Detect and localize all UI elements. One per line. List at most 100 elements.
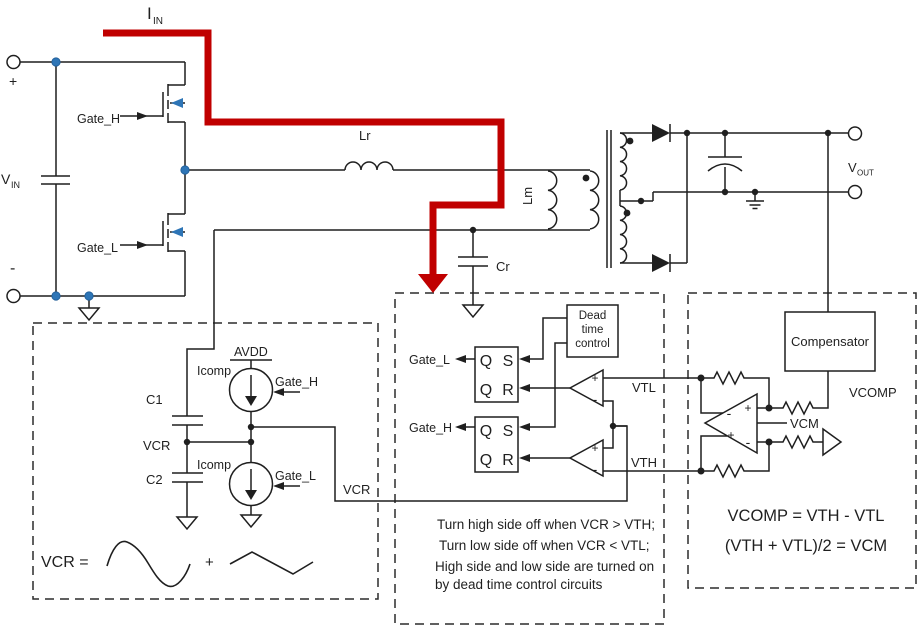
sine-wave-icon bbox=[106, 540, 191, 588]
switch-node-dot bbox=[180, 165, 190, 175]
transformer-core-icon bbox=[606, 130, 612, 268]
primary-polarity-dot bbox=[582, 174, 590, 182]
dead-time-control-block bbox=[566, 304, 619, 358]
ff2-q-label: Q bbox=[480, 423, 492, 440]
ff2-r-label: R bbox=[502, 452, 514, 469]
c2-capacitor-icon bbox=[172, 442, 203, 517]
cmp1-plus-sign: + bbox=[591, 371, 598, 385]
triangle-wave-icon bbox=[229, 551, 314, 575]
vin-plus-label: + bbox=[9, 73, 17, 89]
icomp-bottom-arrow-icon bbox=[245, 490, 257, 500]
comparator-low-icon bbox=[568, 368, 604, 408]
ff1-s-label: S bbox=[503, 353, 514, 370]
iin-arrowhead-icon bbox=[418, 274, 448, 293]
junction-dots bbox=[183, 129, 832, 475]
flipflop-top-block bbox=[474, 346, 519, 403]
bottom-rail-wire bbox=[20, 295, 185, 308]
wires bbox=[20, 61, 876, 531]
output-ground-icon bbox=[746, 192, 764, 210]
feedback-resistor-top-icon bbox=[701, 370, 770, 408]
rectifier-bottom-wire bbox=[620, 133, 688, 272]
vcomp-label: VCOMP bbox=[849, 385, 897, 400]
gate-l-label: Gate_L bbox=[77, 241, 118, 255]
rectifier-diode-bottom-icon bbox=[652, 254, 670, 272]
vcomp-input-resistor-icon bbox=[769, 371, 829, 416]
diffamp-minus-tl-sign: - bbox=[727, 405, 732, 421]
ff2-s-label: S bbox=[503, 423, 514, 440]
lm-label: Lm bbox=[520, 187, 535, 205]
gate-h-into-source-arrow-icon bbox=[273, 388, 284, 396]
dtc-to-s1-wire bbox=[528, 317, 567, 360]
rectifier-diode-top-icon bbox=[652, 124, 670, 142]
vin-label: V bbox=[1, 171, 11, 187]
s2-arrow-icon bbox=[519, 423, 530, 431]
diffamp-plus-tr-sign: + bbox=[744, 401, 751, 415]
mosfet-body-arrow-low-icon bbox=[171, 227, 183, 237]
vcr-waveforms bbox=[106, 540, 314, 588]
low-side-mosfet-icon bbox=[120, 213, 186, 296]
gate-l-out-label: Gate_L bbox=[409, 353, 450, 367]
gate-h-arrow-icon bbox=[137, 112, 148, 120]
ff1-q-label: Q bbox=[480, 353, 492, 370]
dtc-line1: Dead bbox=[579, 310, 607, 322]
cmp2-plus-sign: + bbox=[591, 441, 598, 455]
mosfet-body-arrow-high-icon bbox=[171, 98, 183, 108]
compensator-block bbox=[784, 311, 876, 372]
cr-label: Cr bbox=[496, 259, 510, 274]
ff1-r-label: R bbox=[502, 382, 514, 399]
c2-ground-icon bbox=[175, 516, 199, 531]
vin-minus-label: - bbox=[10, 260, 15, 277]
cs-gate-l-label: Gate_L bbox=[275, 469, 316, 483]
gate-l-into-source-arrow-icon bbox=[273, 482, 284, 490]
comparator-high-icon bbox=[568, 438, 604, 478]
iin-current-path bbox=[103, 29, 505, 293]
vcm-equation-label: (VTH + VTL)/2 = VCM bbox=[725, 537, 887, 555]
vcr-routing-wire bbox=[251, 425, 628, 502]
vcm-label: VCM bbox=[790, 416, 819, 431]
vin-negative-terminal bbox=[6, 288, 21, 304]
vcr-generator-box bbox=[32, 322, 379, 600]
r2-arrow-icon bbox=[519, 454, 530, 462]
output-return-wire bbox=[620, 191, 848, 202]
vout-positive-terminal bbox=[847, 126, 863, 141]
cmp2-minus-sign: - bbox=[593, 461, 598, 477]
r1-arrow-icon bbox=[519, 384, 530, 392]
ff2-qbar-label: Q bbox=[480, 452, 492, 469]
icomp-bottom-label: Icomp bbox=[197, 458, 231, 472]
dtc-to-s2-wire bbox=[528, 342, 567, 428]
note-line-3: High side and low side are turned on bbox=[435, 559, 654, 574]
note-line-4: by dead time control circuits bbox=[435, 577, 603, 592]
dtc-line2: time bbox=[582, 324, 604, 336]
vin-positive-terminal bbox=[6, 54, 21, 70]
compensation-box bbox=[687, 292, 917, 589]
c1-label: C1 bbox=[146, 392, 163, 407]
transformer-primary-icon bbox=[589, 170, 600, 230]
secondary-bottom-polarity-dot bbox=[623, 209, 631, 217]
flipflop-bottom-block bbox=[474, 416, 519, 473]
top-rail-wire bbox=[20, 61, 186, 85]
gate-h-label: Gate_H bbox=[77, 112, 120, 126]
lm-inductor-icon bbox=[547, 170, 558, 230]
vin-sub: IN bbox=[11, 180, 20, 190]
vcm-input-resistor-icon bbox=[769, 434, 823, 450]
diffamp-minus-br-sign: - bbox=[746, 434, 751, 450]
ff1-qbar-label: Q bbox=[480, 382, 492, 399]
vout-sub: OUT bbox=[857, 169, 874, 178]
icomp-ground-icon bbox=[239, 514, 263, 529]
cr-ground-icon bbox=[461, 304, 485, 319]
lr-inductor-icon bbox=[344, 161, 394, 171]
input-ground-icon bbox=[77, 307, 101, 322]
cs-gate-h-label: Gate_H bbox=[275, 375, 318, 389]
feedback-resistor-bottom-icon bbox=[701, 442, 770, 479]
iin-sub: IN bbox=[153, 16, 163, 27]
vin-capacitor bbox=[41, 62, 70, 296]
wave-plus-label: + bbox=[205, 554, 214, 571]
note-line-2: Turn low side off when VCR < VTL; bbox=[439, 538, 649, 553]
gate-l-out-arrow-icon bbox=[455, 355, 466, 363]
vtl-label: VTL bbox=[632, 380, 656, 395]
avdd-rail-icon bbox=[230, 359, 272, 368]
icomp-top-arrow-icon bbox=[245, 396, 257, 406]
diffamp-out-bottom-wire bbox=[700, 435, 727, 471]
